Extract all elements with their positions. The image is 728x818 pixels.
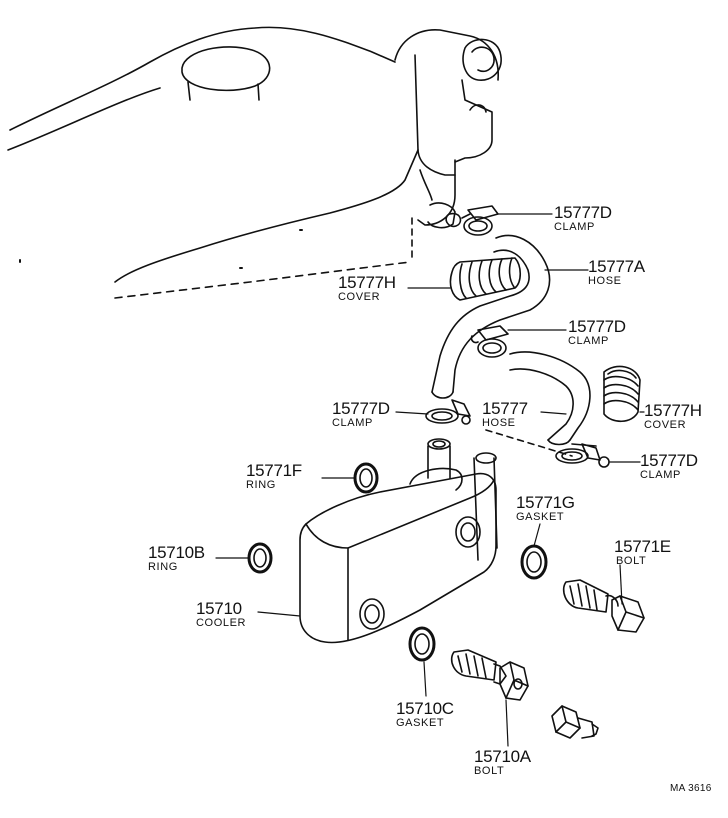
callout-15710a-bolt: 15710A BOLT — [474, 748, 531, 777]
part-name: CLAMP — [640, 469, 681, 481]
part-name: COVER — [338, 291, 381, 303]
part-name: HOSE — [482, 417, 516, 429]
bolt-lower-drawing — [450, 649, 529, 701]
clamp-mid-drawing — [470, 325, 509, 358]
part-number: 15710C — [396, 699, 454, 718]
hose-lower-drawing — [509, 351, 591, 446]
part-number: 15771G — [516, 493, 575, 512]
callout-15777d-clamp-top: 15777D CLAMP — [554, 204, 612, 233]
part-name: RING — [246, 479, 276, 491]
rings-gaskets-drawing — [247, 462, 548, 662]
part-name: RING — [148, 561, 178, 573]
part-number: 15710B — [148, 543, 205, 562]
part-number: 15777D — [568, 317, 626, 336]
part-number: 15777H — [644, 401, 702, 420]
callout-15777h-cover-upper: 15777H COVER — [338, 274, 396, 303]
part-number: 15710A — [474, 747, 531, 766]
cover-upper-drawing — [449, 257, 522, 301]
part-name: BOLT — [616, 555, 647, 567]
callout-15777d-clamp-mid: 15777D CLAMP — [568, 318, 626, 347]
part-number: 15777 — [482, 399, 528, 418]
callout-15777-hose: 15777 HOSE — [482, 400, 528, 429]
callout-15771g-gasket: 15771G GASKET — [516, 494, 575, 523]
engine-housing-drawing — [7, 26, 502, 299]
callout-15771f-ring: 15771F RING — [246, 462, 302, 491]
part-name: GASKET — [516, 511, 565, 523]
cover-lower-drawing — [603, 365, 641, 423]
part-number: 15771E — [614, 537, 671, 556]
callout-15777a-hose: 15777A HOSE — [588, 258, 645, 287]
callout-15777d-clamp-bottom: 15777D CLAMP — [640, 452, 698, 481]
clamp-bottom-drawing — [485, 429, 610, 468]
part-number: 15771F — [246, 461, 302, 480]
part-name: CLAMP — [568, 335, 609, 347]
part-number: 15777A — [588, 257, 645, 276]
part-number: 15777D — [640, 451, 698, 470]
part-number: 15710 — [196, 599, 242, 618]
callout-15710c-gasket: 15710C GASKET — [396, 700, 454, 729]
callout-15777h-cover-lower: 15777H COVER — [644, 402, 702, 431]
leader-lines — [215, 213, 645, 747]
clamp-left-drawing — [425, 399, 471, 425]
bolt-right-drawing — [562, 579, 645, 633]
part-name: CLAMP — [332, 417, 373, 429]
part-number: 15777D — [332, 399, 390, 418]
fitting-drawing — [551, 705, 599, 739]
callout-15710b-ring: 15710B RING — [148, 544, 205, 573]
part-name: BOLT — [474, 765, 505, 777]
part-name: GASKET — [396, 717, 445, 729]
drawing-reference-code: MA 3616 — [670, 783, 712, 794]
part-number: 15777D — [554, 203, 612, 222]
part-name: COVER — [644, 419, 687, 431]
part-name: COOLER — [196, 617, 247, 629]
callout-15710-cooler: 15710 COOLER — [196, 600, 246, 629]
part-number: 15777H — [338, 273, 396, 292]
callout-15771e-bolt: 15771E BOLT — [614, 538, 671, 567]
hose-upper-drawing — [431, 234, 551, 399]
clamp-top-drawing — [445, 205, 499, 236]
cooler-drawing — [299, 438, 498, 644]
part-name: HOSE — [588, 275, 622, 287]
callout-15777d-clamp-left: 15777D CLAMP — [332, 400, 390, 429]
part-name: CLAMP — [554, 221, 595, 233]
